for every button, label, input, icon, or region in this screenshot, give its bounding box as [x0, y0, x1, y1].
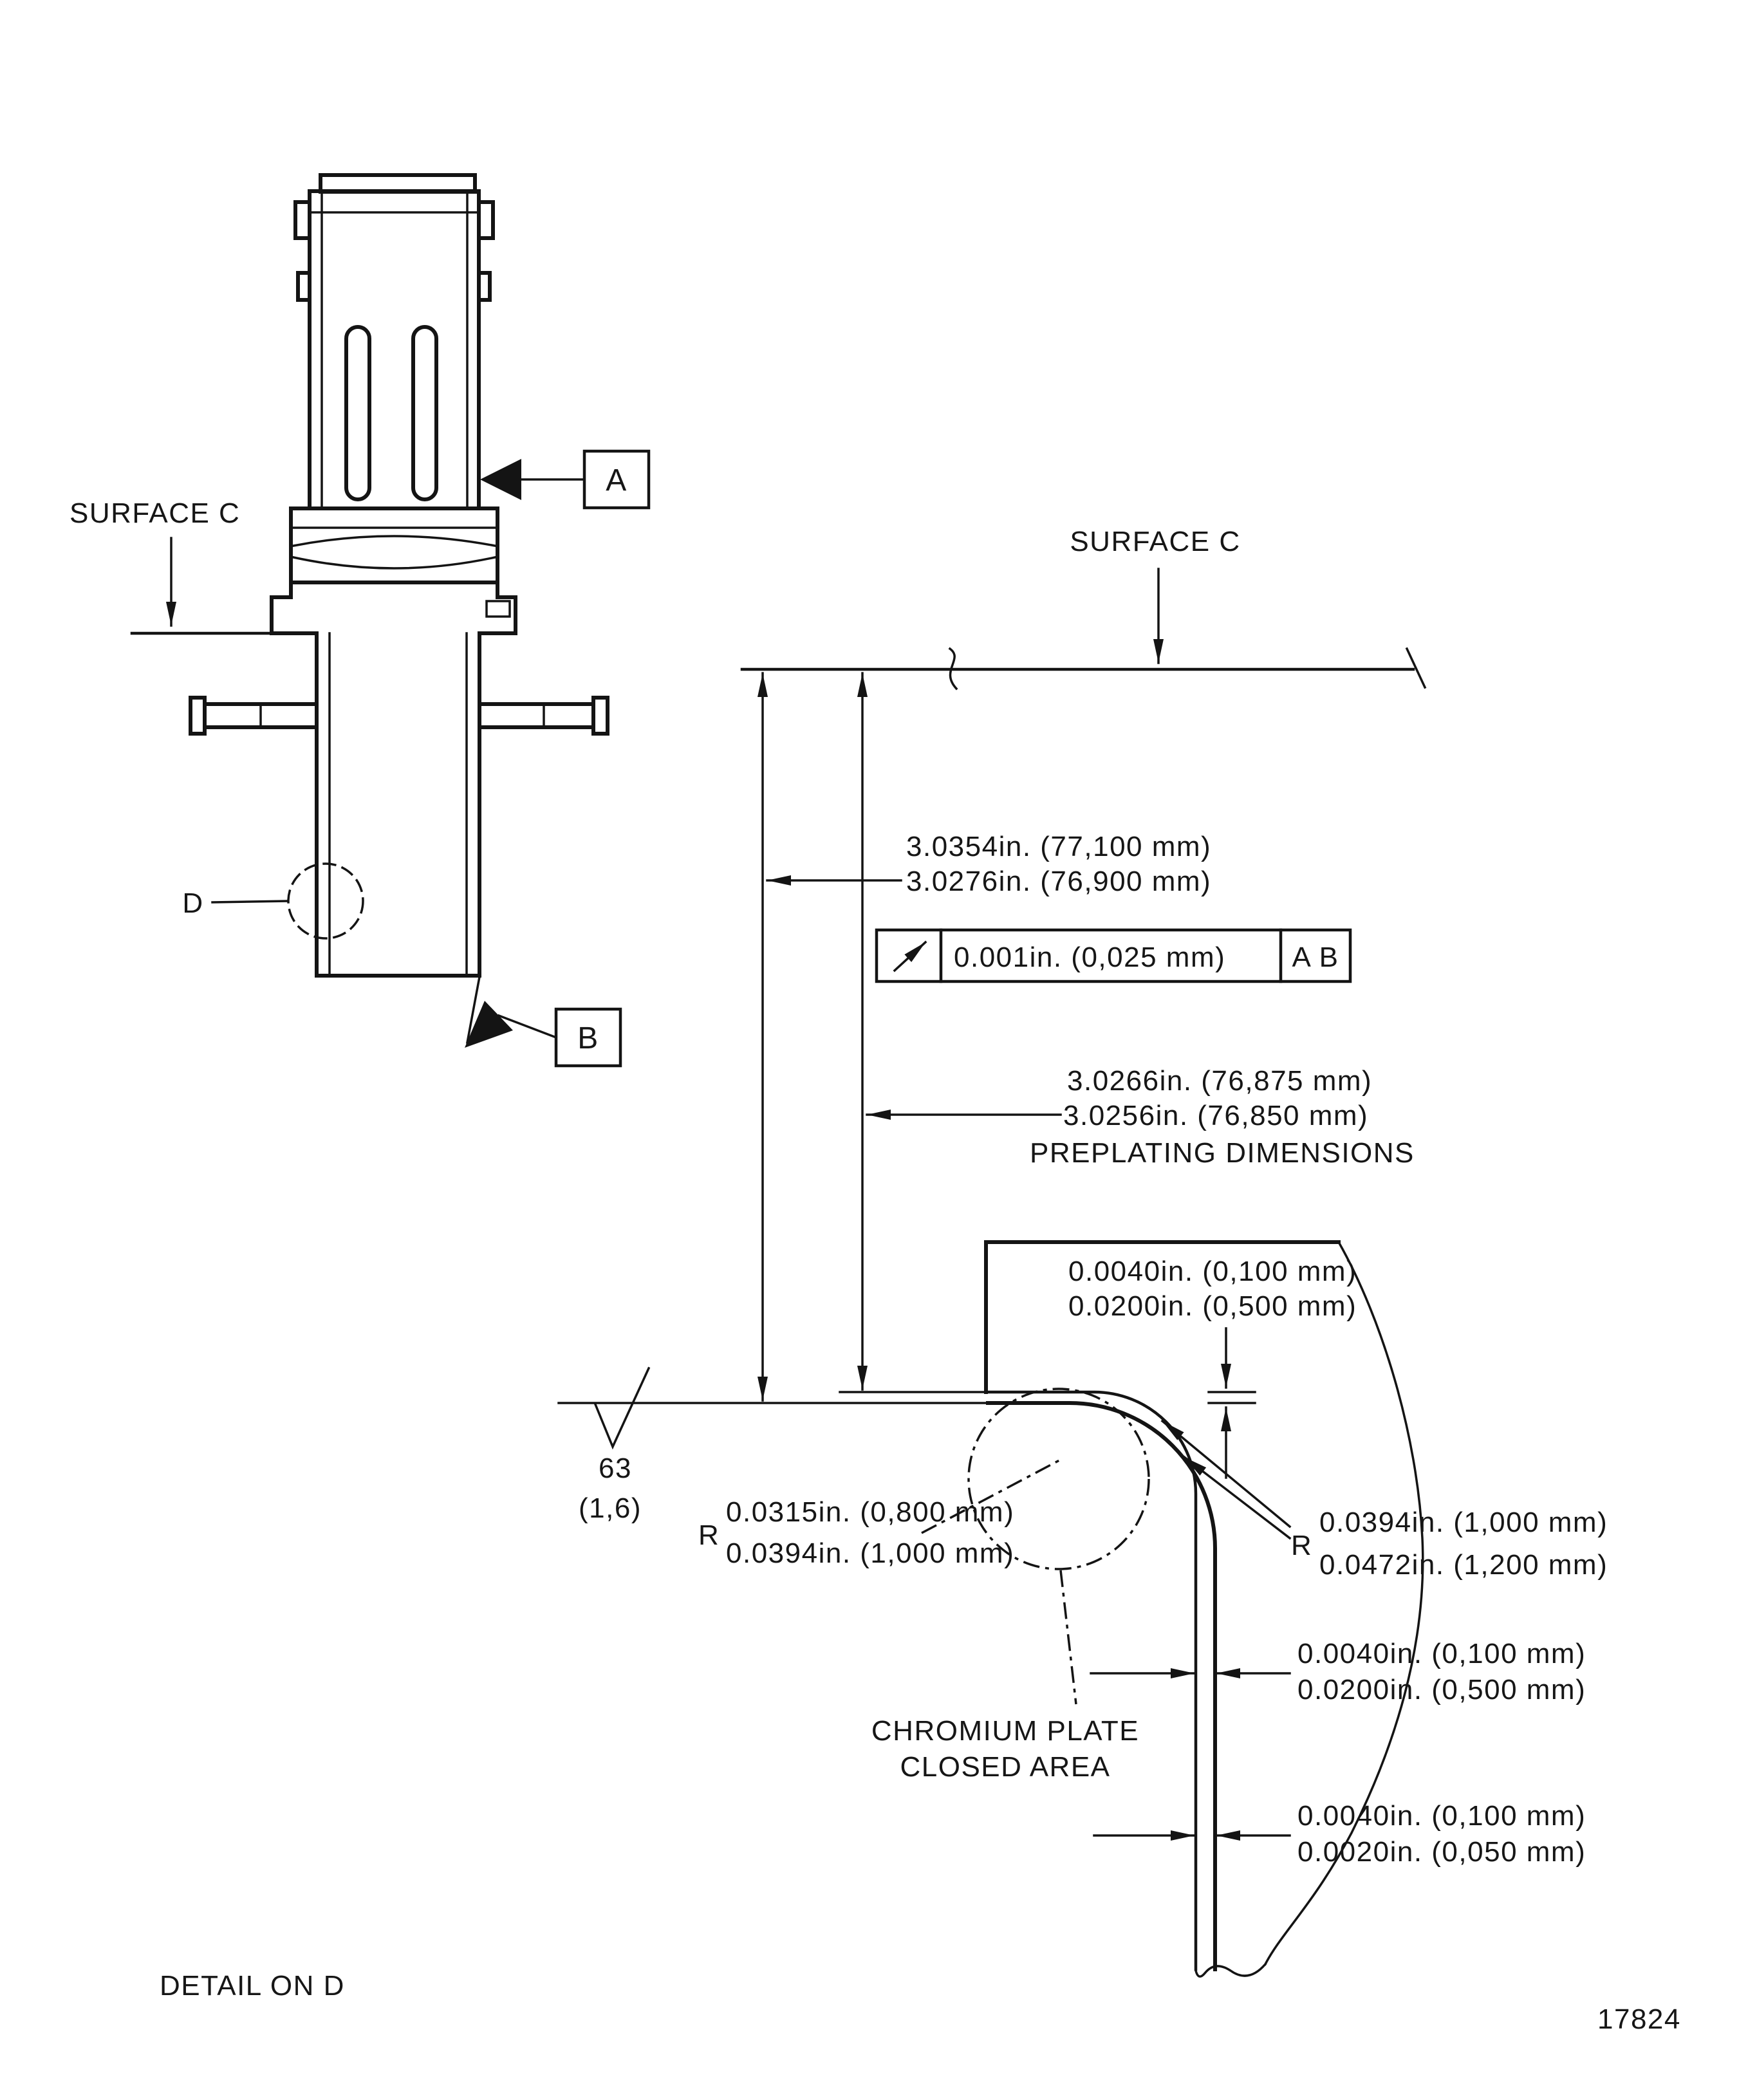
closed-area-circle — [967, 1388, 1150, 1570]
spline-slot-left — [344, 325, 371, 501]
part-cross-arms — [189, 696, 609, 736]
runout-symbol-icon — [893, 940, 927, 972]
plate-mid-line1: 0.0040in. (0,100 mm) — [1297, 1638, 1586, 1669]
corner-profile — [557, 1240, 1424, 1978]
datum-a-flag: A — [480, 449, 651, 510]
radius-right-r: R — [1291, 1530, 1312, 1561]
part-collar — [289, 506, 499, 584]
detail-d-label: D — [182, 887, 203, 919]
datum-a-triangle — [480, 459, 521, 500]
dim-preplating-line1: 3.0266in. (76,875 mm) — [1067, 1065, 1372, 1097]
part-upper-body — [308, 189, 481, 510]
figure-number: 17824 — [1597, 2003, 1681, 2035]
radius-right-line1: 0.0394in. (1,000 mm) — [1319, 1507, 1608, 1538]
datum-a-box — [582, 449, 651, 510]
part-side-view: D SURFACE C A B — [70, 173, 651, 1068]
plate-top-line2: 0.0200in. (0,500 mm) — [1068, 1290, 1357, 1322]
dim-preplating-line3: PREPLATING DIMENSIONS — [1030, 1137, 1415, 1169]
bottom-break — [1194, 1962, 1267, 1978]
fcf-tolerance: 0.001in. (0,025 mm) — [954, 942, 1225, 973]
dim-preplating-line2: 3.0256in. (76,850 mm) — [1063, 1100, 1368, 1131]
radius-left-leader — [921, 1458, 1061, 1534]
finish-ra: (1,6) — [579, 1492, 642, 1524]
datum-b-label: B — [577, 1021, 599, 1055]
part-lower-shaft — [315, 631, 481, 978]
detail-view: SURFACE C 3.0354in. (77,100 mm) 3.0276in… — [557, 526, 1608, 1978]
plate-mid-line2: 0.0200in. (0,500 mm) — [1297, 1674, 1586, 1705]
feature-control-frame: 0.001in. (0,025 mm) A B — [875, 928, 1352, 983]
detail-d-leader — [211, 900, 289, 904]
dim-overall-line2: 3.0276in. (76,900 mm) — [906, 866, 1211, 897]
finish-value: 63 — [599, 1453, 632, 1484]
radius-right-leader-1 — [1160, 1419, 1292, 1529]
plated-profile — [986, 1401, 1217, 1971]
radius-right-line2: 0.0472in. (1,200 mm) — [1319, 1549, 1608, 1581]
chromium-line2: CLOSED AREA — [900, 1751, 1110, 1783]
part-lip — [270, 581, 517, 635]
end-break-tick — [1405, 647, 1427, 689]
datum-b-box — [554, 1007, 622, 1068]
plate-bottom-line1: 0.0040in. (0,100 mm) — [1297, 1800, 1586, 1832]
fcf-datums: A B — [1292, 942, 1339, 973]
preplate-profile — [984, 1390, 1198, 1971]
surface-c-label-side: SURFACE C — [70, 497, 240, 529]
surface-finish-icon — [593, 1366, 651, 1450]
dim-overall-line1: 3.0354in. (77,100 mm) — [906, 831, 1211, 862]
right-break-line — [1263, 1240, 1424, 1966]
radius-left-line2: 0.0394in. (1,000 mm) — [726, 1538, 1014, 1569]
plate-top-line1: 0.0040in. (0,100 mm) — [1068, 1256, 1357, 1287]
chromium-line1: CHROMIUM PLATE — [871, 1715, 1139, 1747]
surface-c-label-detail: SURFACE C — [1070, 526, 1240, 557]
datum-b-flag: B — [465, 975, 622, 1068]
datum-b-triangle — [465, 1001, 513, 1048]
chromium-leader — [1059, 1570, 1077, 1705]
break-symbol — [948, 647, 958, 691]
detail-caption: DETAIL ON D — [160, 1970, 345, 2002]
radius-left-r: R — [698, 1519, 720, 1551]
spline-slot-right — [411, 325, 438, 501]
plate-bottom-line2: 0.0020in. (0,050 mm) — [1297, 1836, 1586, 1868]
datum-a-label: A — [606, 463, 628, 497]
radius-left-line1: 0.0315in. (0,800 mm) — [726, 1496, 1014, 1528]
detail-d-circle — [287, 862, 364, 940]
radius-right-leader-2 — [1182, 1455, 1292, 1540]
